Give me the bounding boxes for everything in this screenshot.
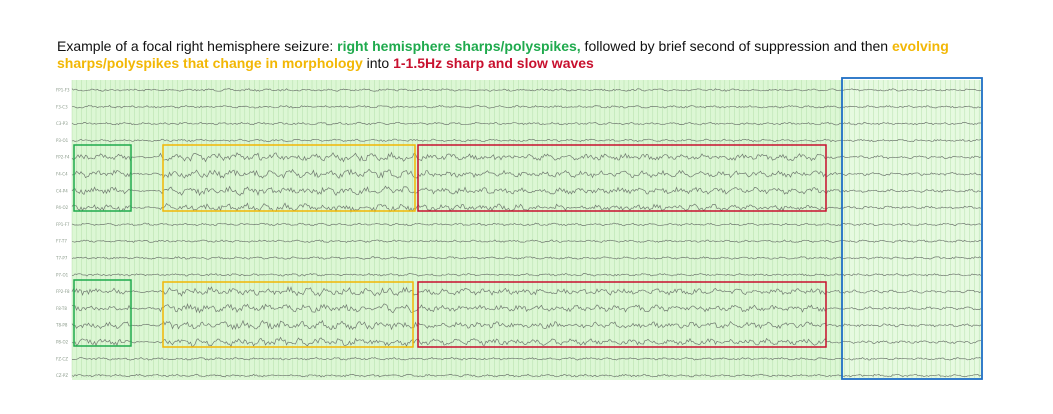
channel-label: C3-P3 xyxy=(56,121,68,126)
eeg-trace xyxy=(71,336,982,348)
eeg-trace xyxy=(71,88,982,92)
channel-label: C4-P4 xyxy=(56,188,68,193)
blue-box xyxy=(841,77,983,380)
caption-suppression: followed by brief second of suppression … xyxy=(580,38,892,54)
eeg-trace xyxy=(71,373,982,378)
green-box-lower xyxy=(73,279,132,347)
channel-labels: FP1-F3F3-C3C3-P3P3-O1FP2-F4F4-C4C4-P4P4-… xyxy=(55,88,70,379)
channel-label: F4-C4 xyxy=(56,172,68,177)
channel-label: T7-P7 xyxy=(55,256,68,261)
eeg-trace xyxy=(71,121,982,126)
channel-label: F7-T7 xyxy=(56,239,67,244)
channel-label: FP1-F7 xyxy=(56,222,70,227)
eeg-trace xyxy=(71,168,982,179)
eeg-trace xyxy=(71,285,982,297)
eeg-trace xyxy=(71,202,982,213)
eeg-background xyxy=(72,80,842,380)
red-box-upper xyxy=(417,144,827,212)
yellow-box-upper xyxy=(162,144,416,212)
channel-label: P3-O1 xyxy=(56,138,69,143)
red-box-lower xyxy=(417,281,827,348)
yellow-box-lower xyxy=(162,281,414,348)
figure-caption: Example of a focal right hemisphere seiz… xyxy=(57,38,1007,72)
channel-label: FP2-F8 xyxy=(56,289,70,294)
eeg-trace xyxy=(71,256,982,260)
eeg-trace xyxy=(71,222,982,227)
eeg-trace xyxy=(71,357,982,361)
channel-label: FP1-F3 xyxy=(56,88,70,93)
channel-label: CZ-PZ xyxy=(56,373,68,378)
channel-label: T8-P8 xyxy=(55,323,68,328)
eeg-trace xyxy=(71,319,982,331)
green-box-upper xyxy=(73,144,132,212)
caption-into: into xyxy=(362,55,394,71)
channel-label: P4-O2 xyxy=(56,205,69,210)
caption-evolving-sharps: evolving sharps/polyspikes that change i… xyxy=(57,38,949,71)
caption-right-hemisphere-sharps: right hemisphere sharps/polyspikes, xyxy=(337,38,581,54)
eeg-trace xyxy=(71,239,982,243)
channel-label: F8-T8 xyxy=(56,306,67,311)
channel-label: FP2-F4 xyxy=(56,155,70,160)
eeg-trace xyxy=(71,185,982,197)
eeg-trace xyxy=(71,105,982,109)
eeg-trace xyxy=(71,302,982,314)
eeg-trace xyxy=(71,151,982,163)
channel-label: FZ-CZ xyxy=(56,356,68,361)
eeg-trace xyxy=(71,273,982,277)
caption-sharp-slow-waves: 1-1.5Hz sharp and slow waves xyxy=(393,55,594,71)
channel-label: P7-O1 xyxy=(56,272,69,277)
eeg-trace xyxy=(71,138,982,143)
channel-label: P8-O2 xyxy=(56,340,69,345)
caption-intro: Example of a focal right hemisphere seiz… xyxy=(57,38,338,54)
eeg-traces xyxy=(71,88,982,378)
channel-label: F3-C3 xyxy=(56,104,68,109)
